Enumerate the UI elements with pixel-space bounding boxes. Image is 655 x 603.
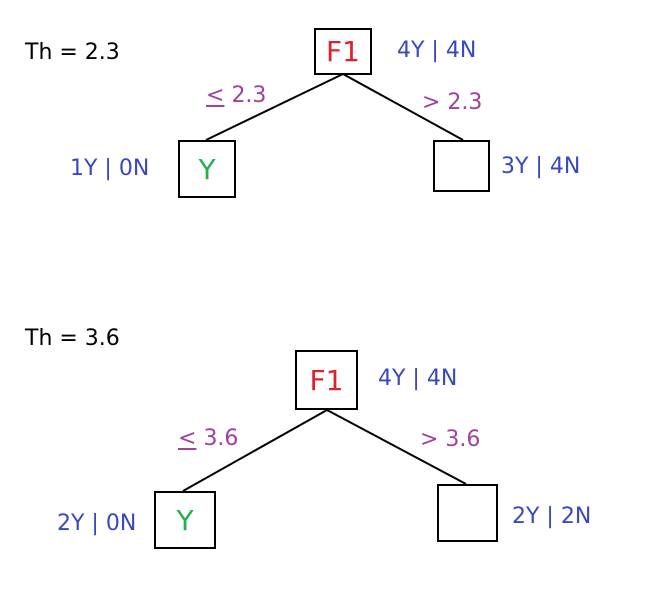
tree1-left-edge-value: 2.3: [231, 83, 267, 108]
tree2-left-leaf-counts: 2Y | 0N: [57, 511, 137, 536]
tree2-left-branch: [182, 409, 328, 492]
tree1-left-leaf-prediction: Y: [198, 152, 216, 186]
tree2-right-edge-label: > 3.6: [420, 427, 481, 452]
tree2-root-feature: F1: [309, 363, 344, 397]
tree2-left-edge-symbol: <: [178, 426, 197, 451]
tree1-right-leaf: [433, 140, 490, 192]
tree1-left-leaf-counts: 1Y | 0N: [70, 156, 150, 181]
tree1-right-edge-label: > 2.3: [422, 90, 483, 115]
tree2-root-node: F1: [295, 350, 358, 410]
tree2-left-edge-value: 3.6: [203, 426, 239, 451]
tree2-left-edge-label: < 3.6: [178, 428, 238, 450]
tree2-left-leaf: Y: [154, 491, 216, 549]
tree1-right-leaf-counts: 3Y | 4N: [501, 154, 581, 179]
tree1-right-branch: [342, 73, 464, 141]
tree1-root-counts: 4Y | 4N: [397, 38, 477, 63]
tree2-right-branch: [326, 409, 467, 485]
tree2-right-leaf: [437, 484, 498, 542]
tree1-left-branch: [205, 73, 344, 141]
tree1-root-node: F1: [314, 28, 372, 75]
tree2-left-leaf-prediction: Y: [176, 503, 194, 537]
tree2-right-leaf-counts: 2Y | 2N: [512, 504, 592, 529]
tree1-left-edge-label: < 2.3: [206, 85, 266, 107]
tree1-root-feature: F1: [326, 35, 360, 68]
tree1-left-edge-symbol: <: [206, 83, 225, 108]
tree1-left-leaf: Y: [178, 140, 236, 198]
tree1-threshold-label: Th = 2.3: [25, 40, 120, 65]
tree2-threshold-label: Th = 3.6: [25, 326, 120, 351]
tree2-root-counts: 4Y | 4N: [378, 366, 458, 391]
